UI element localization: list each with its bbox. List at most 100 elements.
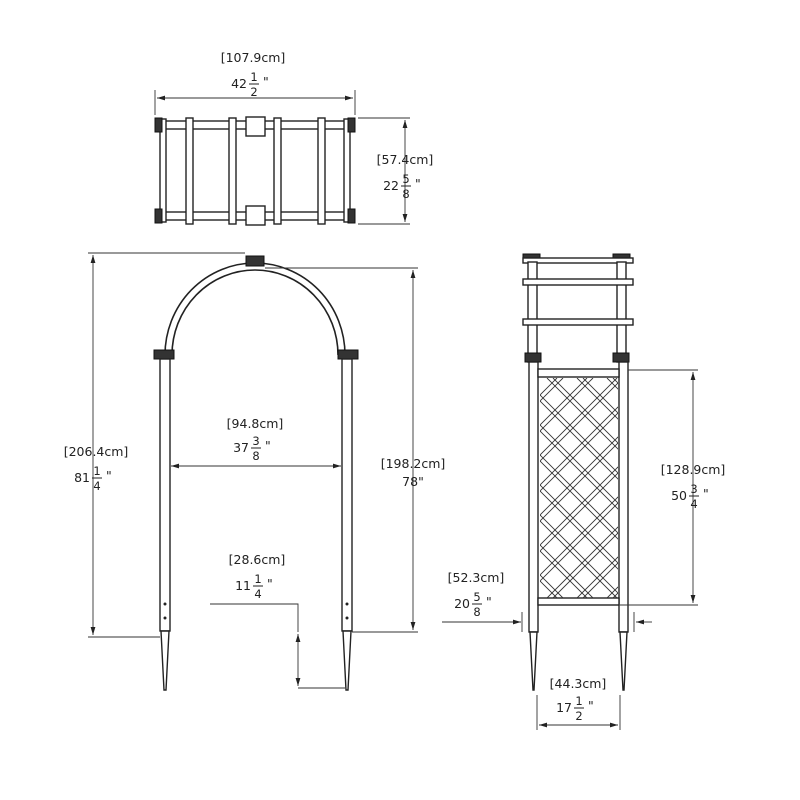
lattice-slat <box>277 378 497 598</box>
top-view <box>154 116 356 226</box>
lattice-slat <box>283 378 503 598</box>
lattice-slat <box>540 378 594 432</box>
lattice-slat <box>733 378 800 598</box>
fraction-numerator-side-depth: 5 <box>473 590 480 604</box>
lattice-slat <box>552 378 618 444</box>
lattice-slat <box>643 378 800 598</box>
lattice-slat <box>643 378 800 598</box>
lattice-slat <box>540 580 558 598</box>
lattice-slat <box>546 526 618 598</box>
inch-mark-side-depth: " <box>486 594 492 609</box>
dimension-inches-whole-inner-width: 37 <box>233 440 249 455</box>
fraction-denominator-total-height: 4 <box>93 479 100 493</box>
inch-mark-lattice-height: " <box>703 486 709 501</box>
lattice-slat <box>757 378 800 598</box>
fraction-numerator-top-width: 1 <box>250 70 257 84</box>
dimension-metric-post-spacing: [44.3cm] <box>550 676 607 691</box>
dimension-metric-top-depth: [57.4cm] <box>377 152 434 167</box>
inch-mark-post-spacing: " <box>588 698 594 713</box>
lattice-slat <box>763 378 800 598</box>
lattice-slat <box>540 544 594 598</box>
dimension-metric-inner-width: [94.8cm] <box>227 416 284 431</box>
lattice-slat <box>540 378 618 456</box>
lattice-slat <box>703 378 800 598</box>
fraction-denominator-lattice-height: 4 <box>690 497 697 511</box>
lattice-slat <box>697 378 800 598</box>
fraction-denominator-top-depth: 8 <box>402 187 409 201</box>
lattice-slat <box>787 378 800 598</box>
lattice-slat <box>540 378 558 396</box>
lattice-slat <box>540 550 588 598</box>
lattice-slat <box>540 496 618 576</box>
dimension-inches-whole-top-depth: 22 <box>383 178 399 193</box>
dimension-inches-whole-lattice-height: 50 <box>671 488 687 503</box>
fraction-numerator-top-depth: 5 <box>402 172 409 186</box>
inch-mark-top-width: " <box>263 74 269 89</box>
lattice-slat <box>540 514 618 594</box>
lattice-slat <box>540 466 618 546</box>
lattice-slat <box>697 378 800 598</box>
lattice-slat <box>540 382 618 462</box>
side-dimension-lines <box>442 369 698 730</box>
dimension-inches-whole-stake-depth: 11 <box>235 578 251 593</box>
lattice-slat <box>540 490 618 570</box>
dimension-inches-whole-side-depth: 20 <box>454 596 470 611</box>
lattice-slat <box>540 436 618 516</box>
lattice-slat <box>793 378 800 598</box>
dimension-inches-whole-post-spacing: 17 <box>556 700 572 715</box>
inch-mark-total-height: " <box>106 468 112 483</box>
lattice-slat <box>637 378 800 598</box>
dimension-metric-top-width: [107.9cm] <box>221 50 286 65</box>
lattice-slat <box>727 378 800 598</box>
lattice-slat <box>576 556 618 598</box>
dimension-inches-above-ground-height: 78" <box>402 474 424 489</box>
fraction-numerator-lattice-height: 3 <box>690 482 697 496</box>
inch-mark-inner-width: " <box>265 438 271 453</box>
lattice-slat <box>637 378 800 598</box>
dimension-metric-above-ground-height: [198.2cm] <box>381 456 446 471</box>
front-view-arch <box>153 255 359 691</box>
lattice-slat <box>540 394 618 474</box>
dimension-metric-stake-depth: [28.6cm] <box>229 552 286 567</box>
top-dimension-lines <box>154 90 410 225</box>
lattice-slat <box>733 378 800 598</box>
dimension-metric-total-height: [206.4cm] <box>64 444 129 459</box>
fraction-numerator-inner-width: 3 <box>252 434 259 448</box>
lattice-slat <box>283 378 503 598</box>
lattice-slat <box>546 378 618 450</box>
side-view <box>277 253 800 691</box>
fraction-numerator-total-height: 1 <box>93 464 100 478</box>
fraction-numerator-stake-depth: 1 <box>254 572 261 586</box>
dimension-inches-whole-top-width: 42 <box>231 76 247 91</box>
dimension-inches-whole-total-height: 81 <box>74 470 90 485</box>
lattice-slat <box>763 378 800 598</box>
front-dimension-lines <box>88 252 418 689</box>
inch-mark-stake-depth: " <box>267 576 273 591</box>
lattice-slat <box>540 412 618 492</box>
fraction-denominator-post-spacing: 2 <box>575 709 582 723</box>
lattice-slat <box>727 378 800 598</box>
fraction-denominator-inner-width: 8 <box>252 449 259 463</box>
lattice-slat <box>793 378 800 598</box>
lattice-slat <box>540 442 618 522</box>
lattice-slat <box>540 406 618 486</box>
fraction-denominator-stake-depth: 4 <box>254 587 261 601</box>
lattice-slat <box>540 472 618 552</box>
inch-mark-top-depth: " <box>415 176 421 191</box>
lattice-slat <box>703 378 800 598</box>
lattice-slat <box>277 378 497 598</box>
lattice-slat <box>540 502 618 582</box>
lattice-slat <box>552 532 618 598</box>
lattice-slat <box>540 520 618 598</box>
fraction-numerator-post-spacing: 1 <box>575 694 582 708</box>
lattice-slat <box>787 378 800 598</box>
fraction-denominator-top-width: 2 <box>250 85 257 99</box>
dimension-metric-lattice-height: [128.9cm] <box>661 462 726 477</box>
lattice-slat <box>576 378 618 420</box>
lattice-slat <box>540 400 618 480</box>
lattice-slat <box>540 378 588 426</box>
dimension-metric-side-depth: [52.3cm] <box>448 570 505 585</box>
fraction-denominator-side-depth: 8 <box>473 605 480 619</box>
